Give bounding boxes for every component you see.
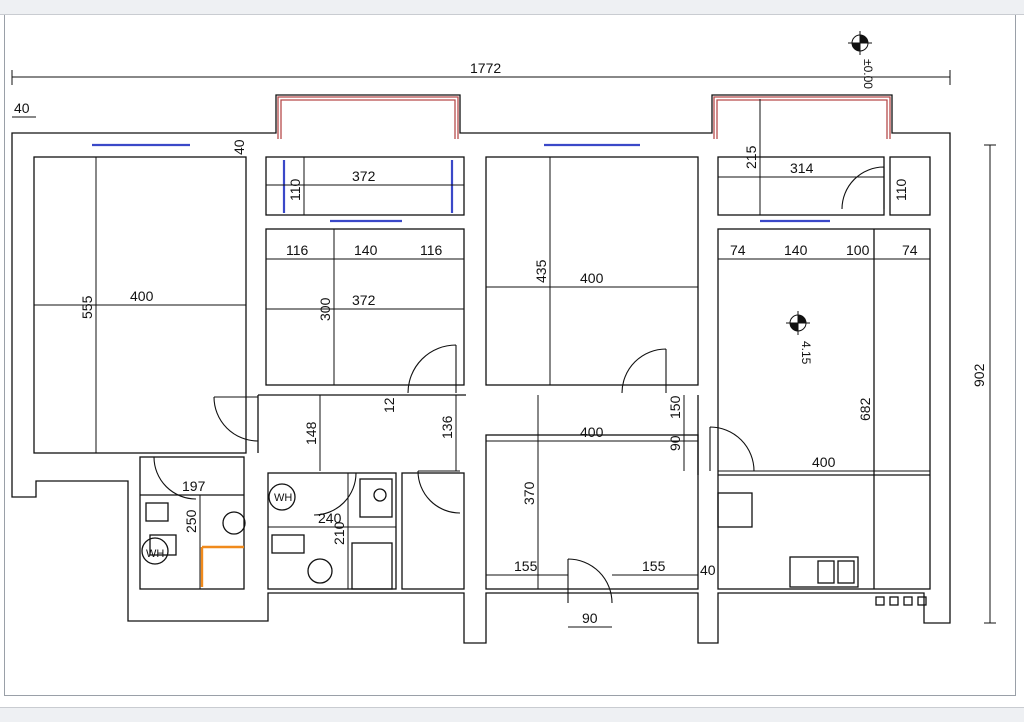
dim-right-bedroom-width: 400 — [580, 270, 604, 286]
room-closet — [401, 472, 465, 590]
dim-mid-width: 372 — [352, 292, 376, 308]
dim-mid-depth: 300 — [317, 297, 333, 321]
dim-balcony-right-width: 314 — [790, 160, 814, 176]
door-left-bedroom — [213, 396, 259, 442]
dim-bath-left-width: 197 — [182, 478, 206, 494]
dim-living-top-b: 90 — [667, 435, 683, 451]
room-mid-bedroom — [265, 228, 465, 386]
balcony-rail-right — [713, 96, 891, 139]
door-mid-bedroom — [407, 344, 457, 394]
dim-bath-mid-width: 240 — [318, 510, 342, 526]
dim-mid-seg-c: 116 — [420, 242, 443, 258]
outer-wall — [11, 94, 951, 644]
dim-balcony-right-side: 110 — [893, 178, 909, 201]
dim-left-bedroom-depth: 555 — [79, 295, 95, 319]
level-marker-middle — [786, 311, 810, 335]
dim-mid-seg-a: 116 — [286, 242, 309, 258]
door-right-bedroom — [621, 348, 667, 394]
level-top: ±0.00 — [861, 59, 875, 89]
fixture-bath-mid: WH — [274, 492, 292, 504]
balcony-rail-left — [277, 96, 459, 139]
dim-entry-wall: 40 — [700, 562, 716, 578]
dim-mid-seg-b: 140 — [354, 242, 378, 258]
dim-bath-left-depth: 250 — [183, 509, 199, 533]
dim-overall-height: 902 — [971, 363, 987, 387]
dim-bath-mid-depth: 210 — [331, 521, 347, 545]
dim-entry-left: 155 — [514, 558, 538, 574]
dim-entry-right: 155 — [642, 558, 666, 574]
dim-living-width: 400 — [580, 424, 604, 440]
dim-corner: 40 — [14, 100, 30, 116]
level-marker-top — [848, 31, 872, 55]
door-balcony-right — [841, 166, 885, 210]
room-balcony-left — [265, 156, 465, 216]
dim-kitchen-seg-a: 74 — [730, 242, 746, 258]
door-bath-mid — [313, 472, 357, 516]
dim-balcony-right-depth: 215 — [743, 145, 759, 169]
dim-balcony-left-width: 372 — [352, 168, 376, 184]
dim-left-bedroom-width: 400 — [130, 288, 154, 304]
room-living — [485, 434, 699, 590]
dim-kitchen-seg-d: 74 — [902, 242, 918, 258]
dim-corridor-a: 148 — [303, 421, 319, 445]
dim-corridor-c: 12 — [381, 397, 397, 413]
dim-balcony-left-depth: 110 — [287, 178, 303, 201]
room-kitchen — [717, 228, 931, 590]
dim-left-bedroom-wall: 40 — [231, 139, 247, 155]
dim-kitchen-seg-b: 140 — [784, 242, 808, 258]
dim-kitchen-seg-c: 100 — [846, 242, 870, 258]
floor-plan: 1772 902 40 ±0.00 4.15 400 555 40 372 11… — [11, 31, 996, 644]
dim-right-bedroom-depth: 435 — [533, 259, 549, 283]
door-entry — [567, 558, 613, 604]
kitchen-sink — [789, 556, 859, 588]
room-right-bedroom — [485, 156, 699, 386]
dim-overall-width: 1772 — [470, 60, 501, 76]
fixture-bath-left: WH — [146, 548, 164, 560]
dim-corridor-b: 136 — [439, 415, 455, 439]
door-bath-left — [153, 456, 197, 500]
drawing-sheet: 1772 902 40 ±0.00 4.15 400 555 40 372 11… — [0, 14, 1024, 708]
door-kitchen — [709, 426, 755, 472]
dim-entry-door: 90 — [582, 610, 598, 626]
door-closet — [417, 470, 461, 514]
level-middle: 4.15 — [799, 341, 813, 365]
drawing-frame — [4, 15, 1016, 696]
dim-kitchen-width: 400 — [812, 454, 836, 470]
dim-kitchen-depth: 682 — [857, 397, 873, 421]
dim-living-depth: 370 — [521, 481, 537, 505]
orange-partition — [200, 545, 244, 587]
room-balcony-right-side — [889, 156, 931, 216]
dim-living-top-a: 150 — [667, 395, 683, 419]
